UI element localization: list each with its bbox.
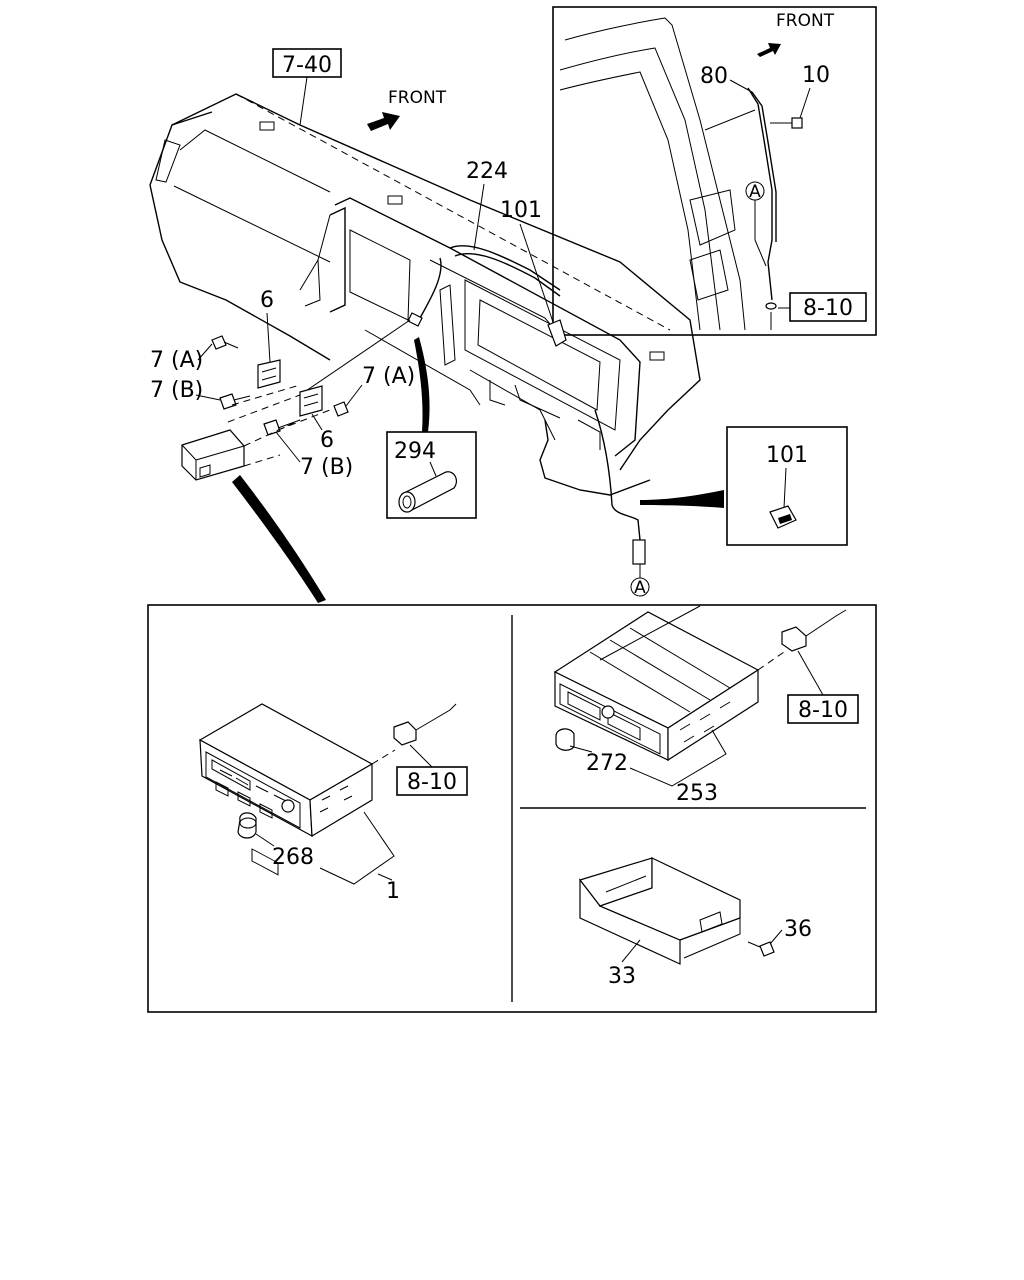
antenna-bolt-10 <box>791 117 803 129</box>
bolt-7b-upper <box>219 393 237 410</box>
antenna-inset-frame <box>552 6 877 336</box>
screw-36 <box>759 941 775 957</box>
connector-left <box>393 721 417 746</box>
pointer-to-294 <box>414 337 430 432</box>
pocket-tray-33: 33 36 <box>578 857 812 989</box>
detail-101: 101 <box>726 426 848 546</box>
antenna-connector <box>632 539 646 565</box>
part-7b-left-label: 7 (B) <box>150 378 203 403</box>
detail-294: 294 <box>386 431 477 519</box>
ref-8-10-left-label: 8-10 <box>407 770 457 795</box>
front-arrow-main <box>367 112 400 131</box>
ref-7-40-label: 7-40 <box>282 53 332 78</box>
part-101-detail-label: 101 <box>766 443 808 468</box>
radio-options-frame <box>147 604 877 1013</box>
bracket-6-lower <box>299 385 323 417</box>
part-6-lower-label: 6 <box>320 428 334 453</box>
part-33-label: 33 <box>608 964 636 989</box>
dashboard-assembly: 7-40 FRONT 224 <box>149 48 724 603</box>
detail-294-frame <box>386 431 477 519</box>
ref-box-8-10-inset <box>789 292 867 322</box>
front-arrow-inset <box>757 43 781 57</box>
screw-7a-lower <box>333 401 349 417</box>
part-272-label: 272 <box>586 751 628 776</box>
tube-294 <box>401 471 458 511</box>
part-7a-left-label: 7 (A) <box>150 348 203 373</box>
radio-unit-253: 8-10 272 253 <box>553 605 859 806</box>
part-101-label: 101 <box>500 198 542 223</box>
part-7a-right-label: 7 (A) <box>362 364 415 389</box>
connector-right <box>781 626 807 652</box>
antenna-clip <box>765 302 777 310</box>
clip-101 <box>547 319 567 347</box>
part-224-label: 224 <box>466 159 508 184</box>
knob-272 <box>555 728 575 751</box>
part-268-label: 268 <box>272 845 314 870</box>
screw-7a-upper <box>211 335 227 350</box>
bracket-6-upper <box>257 359 281 389</box>
radio-unit-1: 8-10 268 1 <box>198 703 468 904</box>
ref-8-10-right-label: 8-10 <box>798 698 848 723</box>
detail-101-frame <box>726 426 848 546</box>
front-label-inset: FRONT <box>776 11 835 31</box>
part-253-label: 253 <box>676 781 718 806</box>
marker-a-main-label: A <box>634 578 646 598</box>
part-80-label: 80 <box>700 64 728 89</box>
part-36-label: 36 <box>784 917 812 942</box>
radio-options-panel: 8-10 268 1 8-10 272 <box>147 604 877 1013</box>
antenna-inset: A FRONT 80 10 8-10 <box>552 6 877 336</box>
bolt-7b-lower <box>263 419 281 436</box>
pointer-to-radio-box <box>232 475 326 603</box>
ref-8-10-inset-label: 8-10 <box>803 296 853 321</box>
pointer-to-101-detail <box>640 490 724 508</box>
front-label-main: FRONT <box>388 88 447 108</box>
part-6-upper-label: 6 <box>260 288 274 313</box>
part-1-label: 1 <box>386 879 400 904</box>
part-10-label: 10 <box>802 63 830 88</box>
marker-a-inset-label: A <box>749 182 761 202</box>
part-294-label: 294 <box>394 439 436 464</box>
part-7b-right-label: 7 (B) <box>300 455 353 480</box>
